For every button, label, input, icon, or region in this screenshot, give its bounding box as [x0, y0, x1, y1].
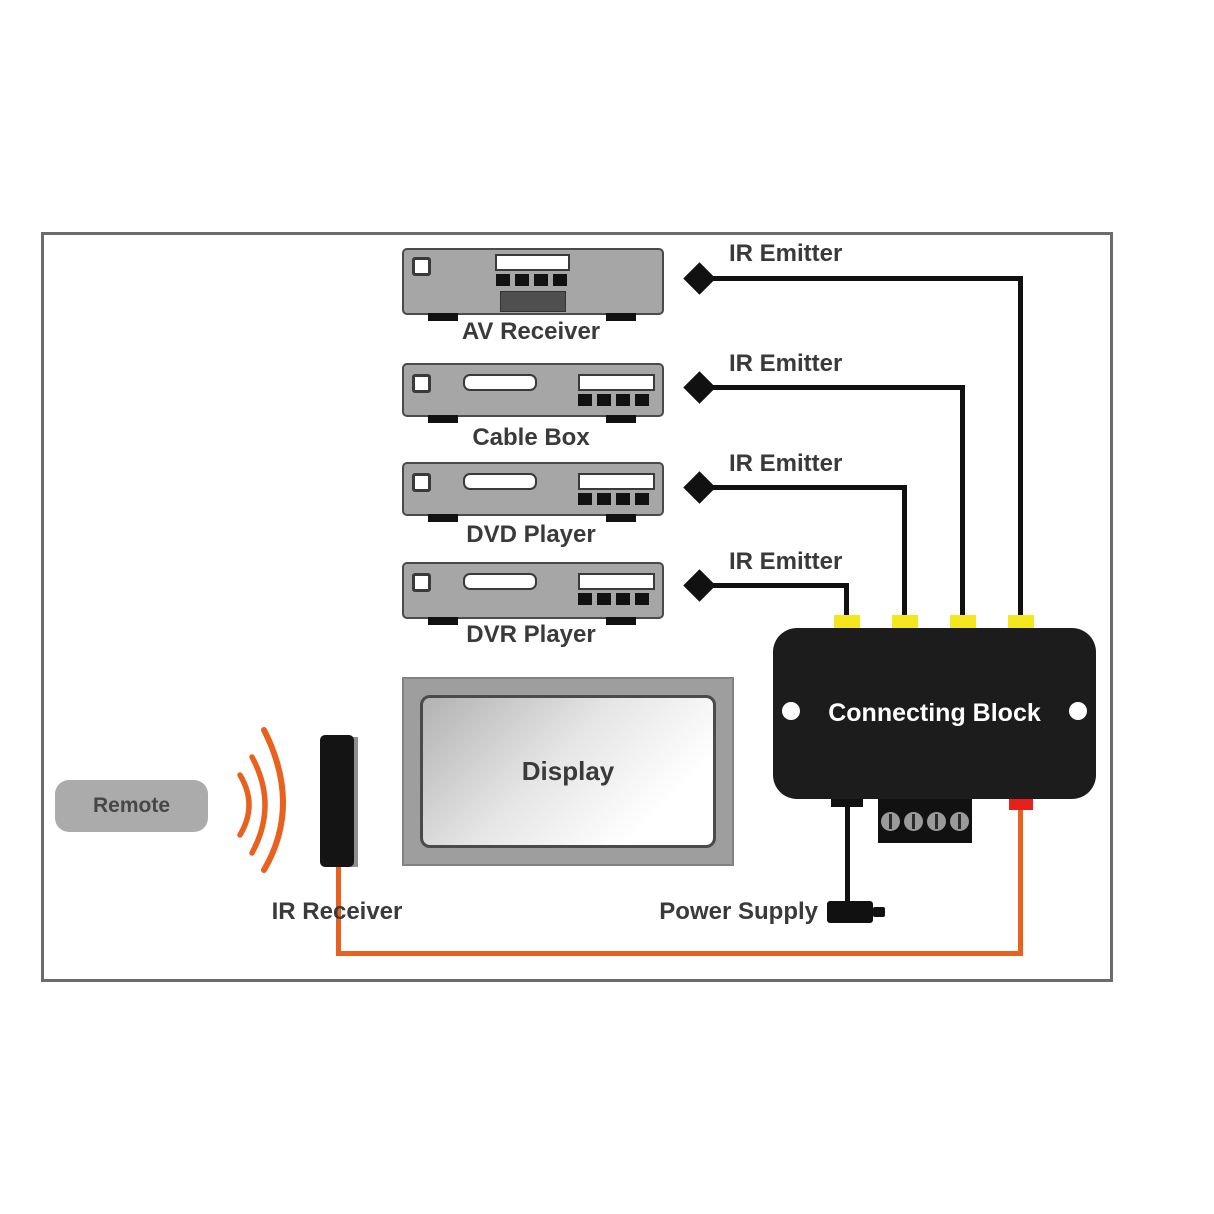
emitter-wire	[902, 485, 907, 618]
device-cable-box	[402, 363, 664, 423]
device-display-window	[495, 254, 570, 271]
device-foot	[428, 313, 458, 321]
yellow-connector	[1008, 615, 1034, 628]
receiver-wire	[336, 951, 1023, 956]
front-panel-buttons	[578, 394, 649, 406]
ir-emitter-label: IR Emitter	[729, 350, 843, 377]
mounting-hole-icon	[1069, 702, 1087, 720]
yellow-connector	[834, 615, 860, 628]
device-foot	[606, 415, 636, 423]
device-display-window	[578, 374, 655, 391]
disc-slot	[463, 473, 537, 490]
power-supply-label: Power Supply	[659, 898, 818, 925]
power-plug-icon	[827, 901, 873, 923]
terminal-screw-icon	[881, 811, 900, 831]
display-monitor: Display	[402, 677, 734, 866]
power-button-icon	[412, 473, 431, 492]
power-button-icon	[412, 374, 431, 393]
power-wire	[845, 799, 850, 903]
device-display-window	[578, 473, 655, 490]
yellow-connector	[892, 615, 918, 628]
emitter-wire	[1018, 276, 1023, 618]
front-panel-buttons	[496, 274, 567, 286]
mounting-hole-icon	[782, 702, 800, 720]
device-foot	[606, 617, 636, 625]
device-label-dvr-player: DVR Player	[466, 621, 596, 648]
ir-emitter-label: IR Emitter	[729, 450, 843, 477]
display-label: Display	[521, 756, 615, 786]
device-foot	[428, 617, 458, 625]
red-connector	[1009, 799, 1033, 810]
connecting-block: Connecting Block	[773, 628, 1096, 799]
emitter-wire	[708, 583, 849, 588]
terminal-screw-icon	[927, 811, 946, 831]
device-dvd-player	[402, 462, 664, 522]
ir-emitter-label: IR Emitter	[729, 240, 843, 267]
ir-emitter-label: IR Emitter	[729, 548, 843, 575]
receiver-wire	[336, 865, 341, 956]
terminal-screw-icon	[950, 811, 969, 831]
emitter-wire	[960, 385, 965, 618]
disc-slot	[463, 374, 537, 391]
device-foot	[606, 514, 636, 522]
ir-receiver-label: IR Receiver	[271, 898, 403, 925]
device-foot	[428, 514, 458, 522]
device-display-window	[578, 573, 655, 590]
power-plug-pin	[873, 907, 885, 917]
device-foot	[606, 313, 636, 321]
device-label-av-receiver: AV Receiver	[461, 318, 601, 345]
front-panel-buttons	[578, 593, 649, 605]
remote-label: Remote	[92, 794, 171, 817]
ir-receiver	[320, 735, 354, 867]
power-button-icon	[412, 573, 431, 592]
terminal-screw-icon	[904, 811, 923, 831]
receiver-wire	[1018, 810, 1023, 956]
display-screen: Display	[420, 695, 716, 848]
emitter-wire	[708, 385, 965, 390]
emitter-wire	[844, 583, 849, 618]
device-label-dvd-player: DVD Player	[466, 521, 596, 548]
device-av-receiver	[402, 248, 664, 321]
disc-slot	[463, 573, 537, 590]
device-dvr-player	[402, 562, 664, 625]
power-button-icon	[412, 257, 431, 276]
ir-signal-waves-icon	[237, 727, 286, 873]
tape-deck-slot	[500, 291, 566, 312]
connecting-block-label: Connecting Block	[828, 699, 1041, 727]
remote-control: Remote	[55, 780, 208, 832]
device-label-cable-box: Cable Box	[472, 424, 590, 451]
front-panel-buttons	[578, 493, 649, 505]
emitter-wire	[708, 276, 1023, 281]
device-foot	[428, 415, 458, 423]
yellow-connector	[950, 615, 976, 628]
terminal-strip	[878, 799, 972, 843]
emitter-wire	[708, 485, 907, 490]
